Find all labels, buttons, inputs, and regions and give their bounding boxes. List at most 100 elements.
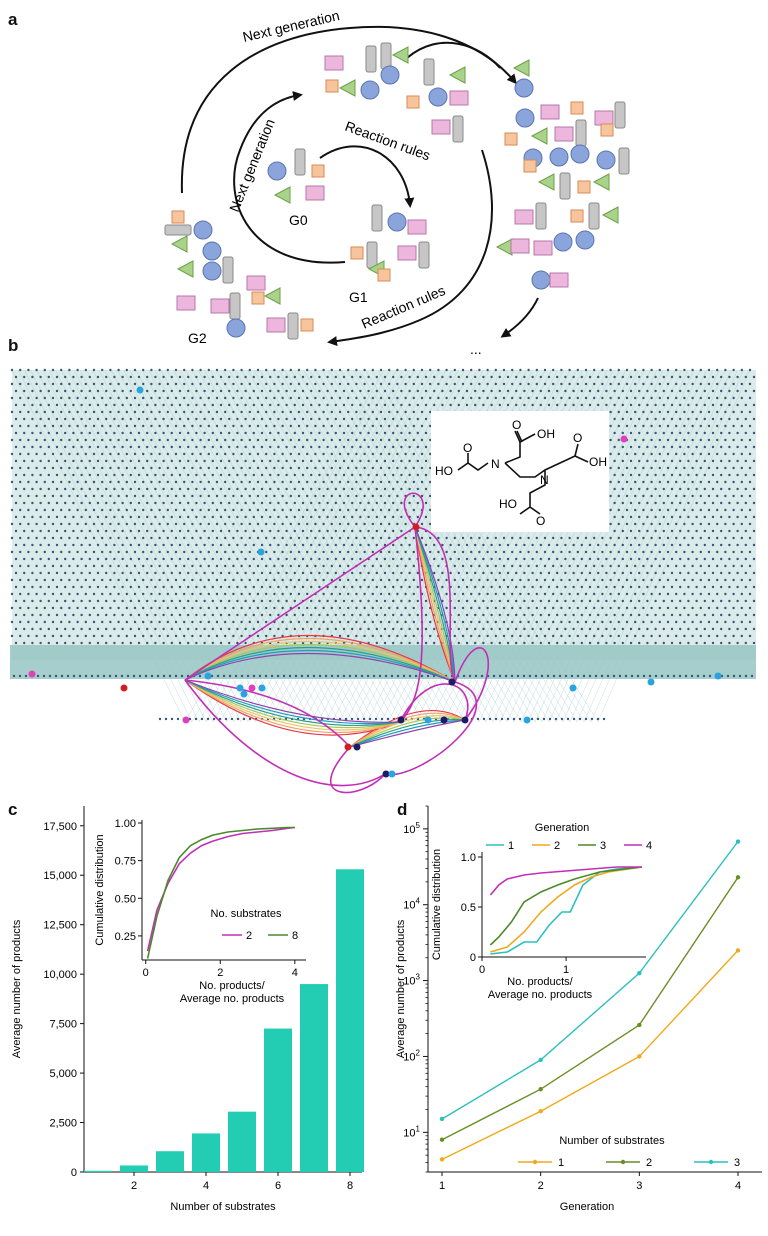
inner-reaction-rules-label: Reaction rules: [343, 118, 433, 164]
reaction-curve: [414, 526, 456, 683]
molecule-square: [577, 180, 591, 194]
molecule-circle: [549, 147, 569, 167]
molecule-square: [311, 164, 325, 178]
x-tick-label: 2: [131, 1180, 137, 1192]
molecule-square: [504, 132, 518, 146]
molecule-bar: [418, 241, 430, 269]
y-tick-label: 104: [403, 897, 420, 912]
molecule-bar: [559, 172, 571, 200]
legend-label: 1: [558, 1157, 564, 1169]
molecule-bar: [588, 202, 600, 230]
highlighted-node: [388, 770, 396, 778]
molecule-triangle: [263, 287, 281, 305]
molecule-bar: [222, 256, 234, 284]
highlighted-node: [28, 670, 36, 678]
highlighted-node: [620, 435, 628, 443]
highlighted-node: [424, 716, 432, 724]
reaction-curve: [414, 526, 456, 683]
molecule-circle: [193, 220, 213, 240]
molecule-circle: [596, 150, 616, 170]
bar-chart-substrates: 02,5005,0007,50010,00012,50015,00017,500…: [11, 806, 364, 1213]
x-axis-label: Number of substrates: [170, 1201, 276, 1213]
inset-legend-label: 2: [246, 930, 252, 942]
molecule-rectangle: [510, 238, 530, 254]
series-point: [439, 1116, 445, 1122]
outer-reaction-rules-arrow: [327, 149, 493, 347]
inset-y-tick-label: 0.50: [115, 893, 136, 905]
reaction-curve: [184, 640, 456, 683]
y-tick-label: 102: [403, 1048, 420, 1063]
molecule-triangle: [537, 173, 555, 191]
molecule-square: [600, 123, 614, 137]
inset-series-line: [489, 866, 642, 946]
series-line: [441, 841, 739, 1120]
inset-y-tick-label: 0.75: [115, 856, 136, 868]
molecule-bar: [365, 45, 377, 73]
molecule-square: [570, 101, 584, 115]
x-tick-label: 3: [636, 1180, 642, 1192]
molecule-square: [377, 268, 391, 282]
y-tick-label: 12,500: [43, 920, 77, 932]
molecule-triangle: [530, 127, 548, 145]
inner-reaction-rules-arrow: [319, 145, 415, 208]
highlighted-node: [397, 716, 405, 724]
inset-y-tick-label: 1.00: [115, 818, 136, 830]
inset-x-tick-label: 0: [479, 964, 485, 976]
highlighted-node: [240, 690, 248, 698]
highlighted-node: [412, 523, 420, 531]
molecule-triangle: [592, 173, 610, 191]
inset-legend-label: 4: [646, 840, 652, 852]
molecule-bar: [423, 58, 435, 86]
molecule-atom-n2: N: [540, 473, 549, 487]
highlighted-nodes: [28, 386, 722, 778]
reaction-curve: [184, 679, 401, 726]
inset-x-tick-label: 1: [563, 964, 569, 976]
bar: [228, 1111, 256, 1172]
molecule-rectangle: [266, 317, 286, 333]
highlighted-node: [440, 716, 448, 724]
reaction-curve-highlight: [184, 679, 351, 748]
y-tick-label: 5,000: [49, 1068, 77, 1080]
molecule-rectangle: [305, 185, 325, 201]
molecule-square: [350, 246, 364, 260]
molecule-square: [570, 209, 584, 223]
outer-next-generation-arrow: [180, 25, 517, 194]
molecule-rectangle: [549, 272, 569, 288]
x-tick-label: 4: [735, 1180, 741, 1192]
reaction-curve: [184, 679, 401, 731]
reaction-path-curves: [184, 492, 489, 794]
reaction-curve-highlight: [454, 647, 489, 721]
reaction-curve-highlight: [399, 526, 424, 723]
panel-c-chart: 02,5005,0007,50010,00012,50015,00017,500…: [11, 806, 364, 1213]
reaction-curve-highlight: [184, 679, 386, 787]
molecule-triangle: [273, 186, 291, 204]
molecule-rectangle: [449, 90, 469, 106]
molecule-circle: [531, 270, 551, 290]
molecule-triangle: [601, 206, 619, 224]
molecule-circle: [380, 65, 400, 85]
reaction-curve: [184, 652, 456, 683]
inset-x-axis-label: No. products/: [507, 976, 573, 988]
x-axis-label: Generation: [560, 1201, 614, 1213]
molecule-circle: [570, 144, 590, 164]
molecule-rectangle: [594, 110, 614, 126]
molecule-square: [171, 210, 185, 224]
highlighted-node: [258, 684, 266, 692]
reaction-curve: [414, 526, 456, 683]
series-point: [439, 1137, 445, 1142]
inset-x-axis-label: Average no. products: [488, 989, 593, 1001]
molecule-rectangle: [533, 240, 553, 256]
g0-label: G0: [289, 212, 308, 228]
y-tick-label: 15,000: [43, 870, 77, 882]
highlighted-node: [461, 716, 469, 724]
molecule-rectangle: [246, 275, 266, 291]
highlighted-node: [647, 678, 655, 686]
reaction-curve: [349, 717, 466, 748]
highlighted-node: [136, 386, 144, 394]
molecule-bar: [371, 204, 383, 232]
inset-legend-title: No. substrates: [211, 908, 282, 920]
reaction-curve: [349, 719, 466, 748]
highlighted-node: [569, 684, 577, 692]
legend-marker: [532, 1159, 538, 1165]
